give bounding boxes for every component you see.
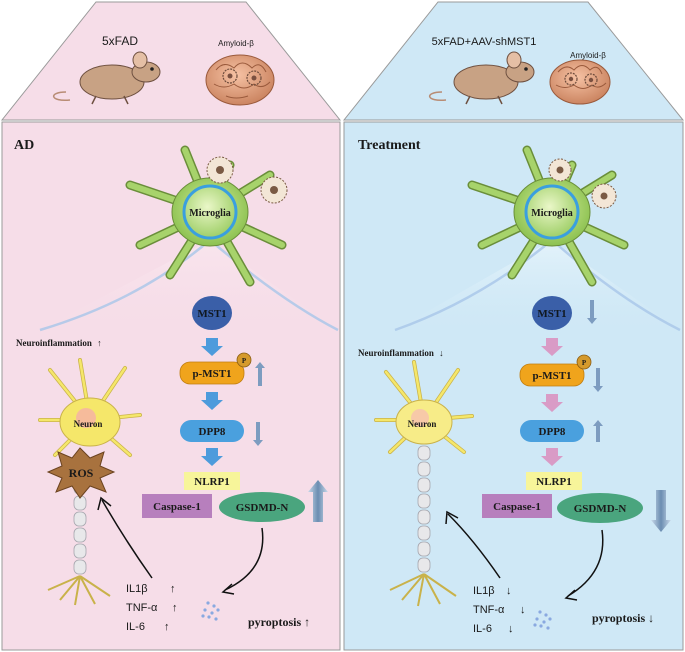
- right-pmst1-node: [519, 363, 585, 387]
- right-gsdmd-change-arrow: [651, 490, 671, 532]
- left-panel: 5xFAD Amyloid-β AD Microglia Neuroinflam…: [0, 1, 342, 651]
- left-caspase1-node: [142, 494, 212, 518]
- right-arrow-dpp8-nlrp1: [541, 448, 563, 466]
- left-microglia-cell: [125, 145, 288, 287]
- left-gsdmd-label: GSDMD-N: [236, 502, 289, 514]
- right-arrow-mst1-pmst1: [541, 338, 563, 356]
- left-pmst1-label: p-MST1: [192, 368, 231, 380]
- right-gsdmd-label: GSDMD-N: [574, 503, 627, 515]
- right-neuron-cell: [374, 360, 474, 607]
- right-panel-body-bg: [343, 121, 684, 651]
- left-neuroinflammation-label: Neuroinflammation ↑: [16, 338, 102, 348]
- right-microglia-label: Microglia: [531, 208, 572, 219]
- right-arrow-pmst1-dpp8: [541, 394, 563, 412]
- left-projection-fan: [40, 240, 338, 330]
- right-nlrp1-label: NLRP1: [536, 476, 571, 488]
- right-pyroptosis-label: pyroptosis↓: [592, 611, 654, 625]
- right-amyloid-label: Amyloid-β: [570, 51, 606, 60]
- left-arrow-dpp8-nlrp1: [201, 448, 223, 466]
- right-nlrp1-node: [526, 472, 582, 490]
- left-pathway: MST1 P p-MST1 DPP8 NLRP1 Caspase-1 GSDMD…: [142, 296, 328, 522]
- left-cytokine-il6: IL-6↑: [126, 621, 170, 633]
- left-cytokine-tnfa: TNF-α↑: [126, 602, 178, 614]
- right-mst1-change-arrow: [587, 300, 597, 324]
- left-gsdmd-change-arrow: [308, 480, 328, 522]
- left-caspase1-label: Caspase-1: [153, 501, 201, 513]
- brain-icon: [205, 54, 275, 106]
- left-pmst1-change-arrow: [255, 362, 265, 386]
- mouse-icon: [53, 51, 161, 105]
- right-caspase1-node: [482, 494, 552, 518]
- left-cytokine-il1b: IL1β↑: [126, 583, 176, 595]
- right-projection-fan: [395, 240, 680, 330]
- left-arrow-pmst1-dpp8: [201, 392, 223, 410]
- right-mst1-label: MST1: [537, 308, 566, 320]
- left-nlrp1-label: NLRP1: [194, 476, 229, 488]
- right-pmst1-label: p-MST1: [532, 370, 571, 382]
- right-cytokine-list: IL1β↓ TNF-α↓ IL-6↓: [473, 585, 526, 635]
- left-dpp8-label: DPP8: [199, 426, 226, 438]
- ros-label: ROS: [69, 466, 94, 480]
- left-phospho-badge: [236, 352, 252, 368]
- left-neuron-label: Neuron: [74, 419, 103, 429]
- right-neuroinflammation-label: Neuroinflammation ↓: [358, 348, 444, 358]
- right-cytokine-feedback-curve: [447, 513, 501, 579]
- right-cytokine-dots: [533, 610, 552, 630]
- right-phospho-badge: [576, 354, 592, 370]
- left-mst1-label: MST1: [197, 308, 226, 320]
- right-cytokine-il1b: IL1β↓: [473, 585, 512, 597]
- right-microglia-cell: [467, 145, 629, 287]
- left-panel-body-bg: [1, 121, 341, 651]
- left-mst1-node: [192, 296, 232, 330]
- left-pyroptosis-curve: [224, 527, 264, 591]
- left-dpp8-node: [180, 420, 244, 442]
- left-pyroptosis-label: pyroptosis↑: [248, 615, 310, 629]
- right-phospho-label: P: [582, 359, 587, 367]
- right-pyroptosis-curve: [567, 529, 604, 597]
- right-mst1-node: [532, 296, 572, 330]
- left-panel-header-bg: [0, 1, 342, 121]
- right-model-label: 5xFAD+AAV-shMST1: [432, 36, 537, 48]
- ros-burst: [46, 447, 116, 499]
- left-dpp8-change-arrow: [253, 422, 263, 446]
- right-cytokine-il6: IL-6↓: [473, 623, 514, 635]
- right-dpp8-node: [520, 420, 584, 442]
- right-dpp8-label: DPP8: [539, 426, 566, 438]
- right-neuron-label: Neuron: [408, 419, 437, 429]
- left-gsdmd-node: [219, 492, 305, 522]
- right-pathway: MST1 P p-MST1 DPP8 NLRP1 Caspase-1 GSDMD…: [482, 296, 671, 532]
- left-nlrp1-node: [184, 472, 240, 490]
- left-amyloid-label: Amyloid-β: [218, 39, 254, 48]
- left-arrow-mst1-pmst1: [201, 338, 223, 356]
- right-dpp8-change-arrow: [593, 420, 603, 442]
- right-cytokine-tnfa: TNF-α↓: [473, 604, 526, 616]
- brain-icon: [549, 59, 611, 105]
- left-cytokine-feedback-curve: [101, 499, 153, 579]
- mouse-icon: [429, 51, 535, 105]
- left-panel-title: AD: [14, 138, 34, 153]
- right-pmst1-change-arrow: [593, 368, 603, 392]
- left-pmst1-node: [179, 361, 245, 385]
- left-phospho-label: P: [242, 357, 247, 365]
- right-gsdmd-node: [557, 493, 643, 523]
- left-cytokine-list: IL1β↑ TNF-α↑ IL-6↑: [126, 583, 178, 633]
- right-caspase1-label: Caspase-1: [493, 501, 541, 513]
- right-panel: 5xFAD+AAV-shMST1 Amyloid-β Treatment Mic…: [342, 1, 685, 651]
- left-neuron-cell: [38, 358, 142, 606]
- left-cytokine-dots: [201, 601, 220, 621]
- left-microglia-label: Microglia: [189, 208, 230, 219]
- right-panel-title: Treatment: [358, 138, 421, 153]
- left-model-label: 5xFAD: [102, 34, 138, 48]
